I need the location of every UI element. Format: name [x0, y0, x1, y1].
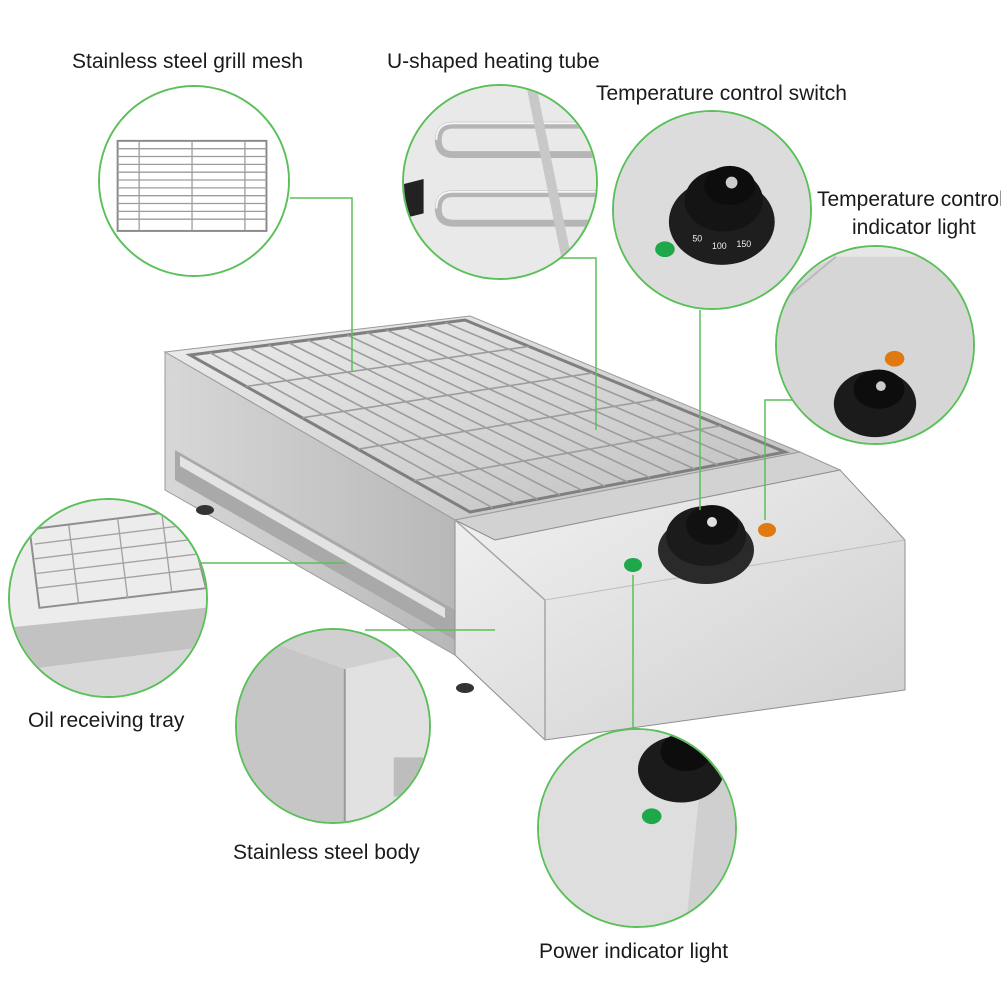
control-panel-face [454, 469, 906, 741]
temp-light [758, 523, 776, 537]
temperature-knob-icon: 50 100 150 [614, 112, 810, 308]
grill-cross-rod [357, 398, 658, 450]
detail-oil-tray [8, 498, 208, 698]
power-light-icon [539, 730, 735, 926]
leader-grill-mesh [290, 197, 353, 372]
label-heating-tube: U-shaped heating tube [387, 50, 600, 73]
detail-heating-tube [402, 84, 598, 280]
heating-tube-icon [404, 86, 596, 278]
grill-rod [346, 334, 651, 479]
grill-rod [366, 331, 673, 475]
svg-text:150: 150 [737, 239, 752, 249]
grill-mesh [185, 318, 791, 514]
oil-tray-icon [10, 500, 206, 696]
label-power-light: Power indicator light [539, 940, 729, 963]
grill-rod [327, 336, 628, 483]
grill-rod [287, 341, 583, 492]
grill-rod [228, 349, 516, 505]
grill-rod [268, 344, 561, 496]
grill-rod [209, 351, 493, 509]
indicator-light-icon [777, 247, 973, 443]
label-indicator-light-2: indicator light [852, 216, 976, 239]
label-indicator-light-1: Temperature control [817, 188, 1001, 211]
svg-text:100: 100 [712, 241, 727, 251]
grill-rod [405, 326, 718, 466]
grill-cross-rod [245, 345, 530, 388]
temperature-knob [658, 505, 754, 584]
label-oil-tray: Oil receiving tray [28, 709, 185, 732]
grill-rod [425, 324, 741, 462]
detail-indicator-light [775, 245, 975, 445]
label-steel-body: Stainless steel body [233, 841, 420, 864]
grill-mesh-icon [100, 87, 288, 275]
label-grill-mesh: Stainless steel grill mesh [72, 50, 304, 73]
grill-rod [307, 339, 606, 488]
label-temp-switch: Temperature control switch [596, 82, 847, 105]
leader-heating-tube [547, 257, 597, 430]
svg-text:50: 50 [692, 233, 702, 243]
detail-steel-body [235, 628, 431, 824]
grill-rod [445, 321, 763, 458]
grill-rod [248, 346, 538, 500]
power-light [624, 558, 642, 572]
grill-cross-rod [413, 424, 722, 482]
grill-rod [386, 329, 696, 470]
steel-body-icon [237, 630, 429, 822]
detail-power-light [537, 728, 737, 928]
detail-temp-switch: 50 100 150 [612, 110, 812, 310]
detail-grill-mesh [98, 85, 290, 277]
grill-cross-rod [301, 372, 594, 419]
leader-indicator-light [764, 399, 795, 520]
